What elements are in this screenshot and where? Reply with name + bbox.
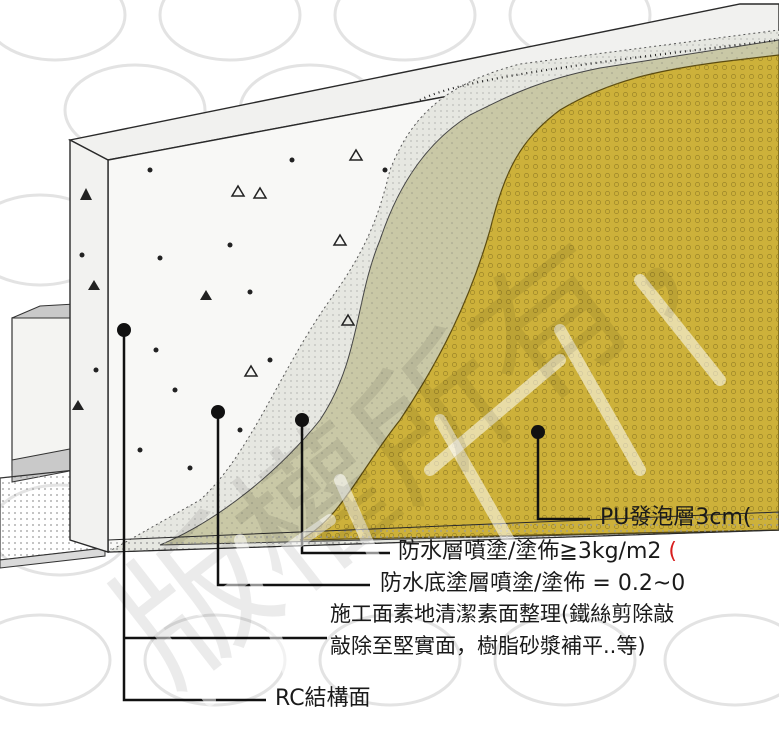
label-surface-prep-1-text: 施工面素地清潔素面整理(鐵絲剪除敲 [330,602,675,626]
label-rc-surface: RC結構面 [275,688,371,710]
wall-edge-face [69,138,109,553]
label-surface-prep-1: 施工面素地清潔素面整理(鐵絲剪除敲 [330,604,674,625]
label-waterproof: 防水層噴塗/塗佈≧3kg/m2 ( [398,541,677,563]
label-waterproof-note: ( [668,539,677,564]
label-pu-foam-text: PU發泡層3cm( [600,505,752,530]
label-primer-text: 防水底塗層噴塗/塗佈 = 0.2~0 [380,571,686,596]
label-surface-prep-2-text: 敲除至堅實面，樹脂砂漿補平..等) [330,634,646,658]
leader-lines [122,330,590,702]
leader-dots [117,323,545,439]
label-waterproof-text: 防水層噴塗/塗佈≧3kg/m2 [398,539,662,564]
wall-bottom-band [107,511,779,553]
aggregate-marks [72,148,388,471]
label-rc-surface-text: RC結構面 [275,686,371,711]
label-surface-prep-2: 敲除至堅實面，樹脂砂漿補平..等) [330,636,646,657]
label-pu-foam: PU發泡層3cm( [600,507,751,529]
watermark-overlay [144,274,726,731]
label-primer: 防水底塗層噴塗/塗佈 = 0.2~0 [380,573,685,595]
